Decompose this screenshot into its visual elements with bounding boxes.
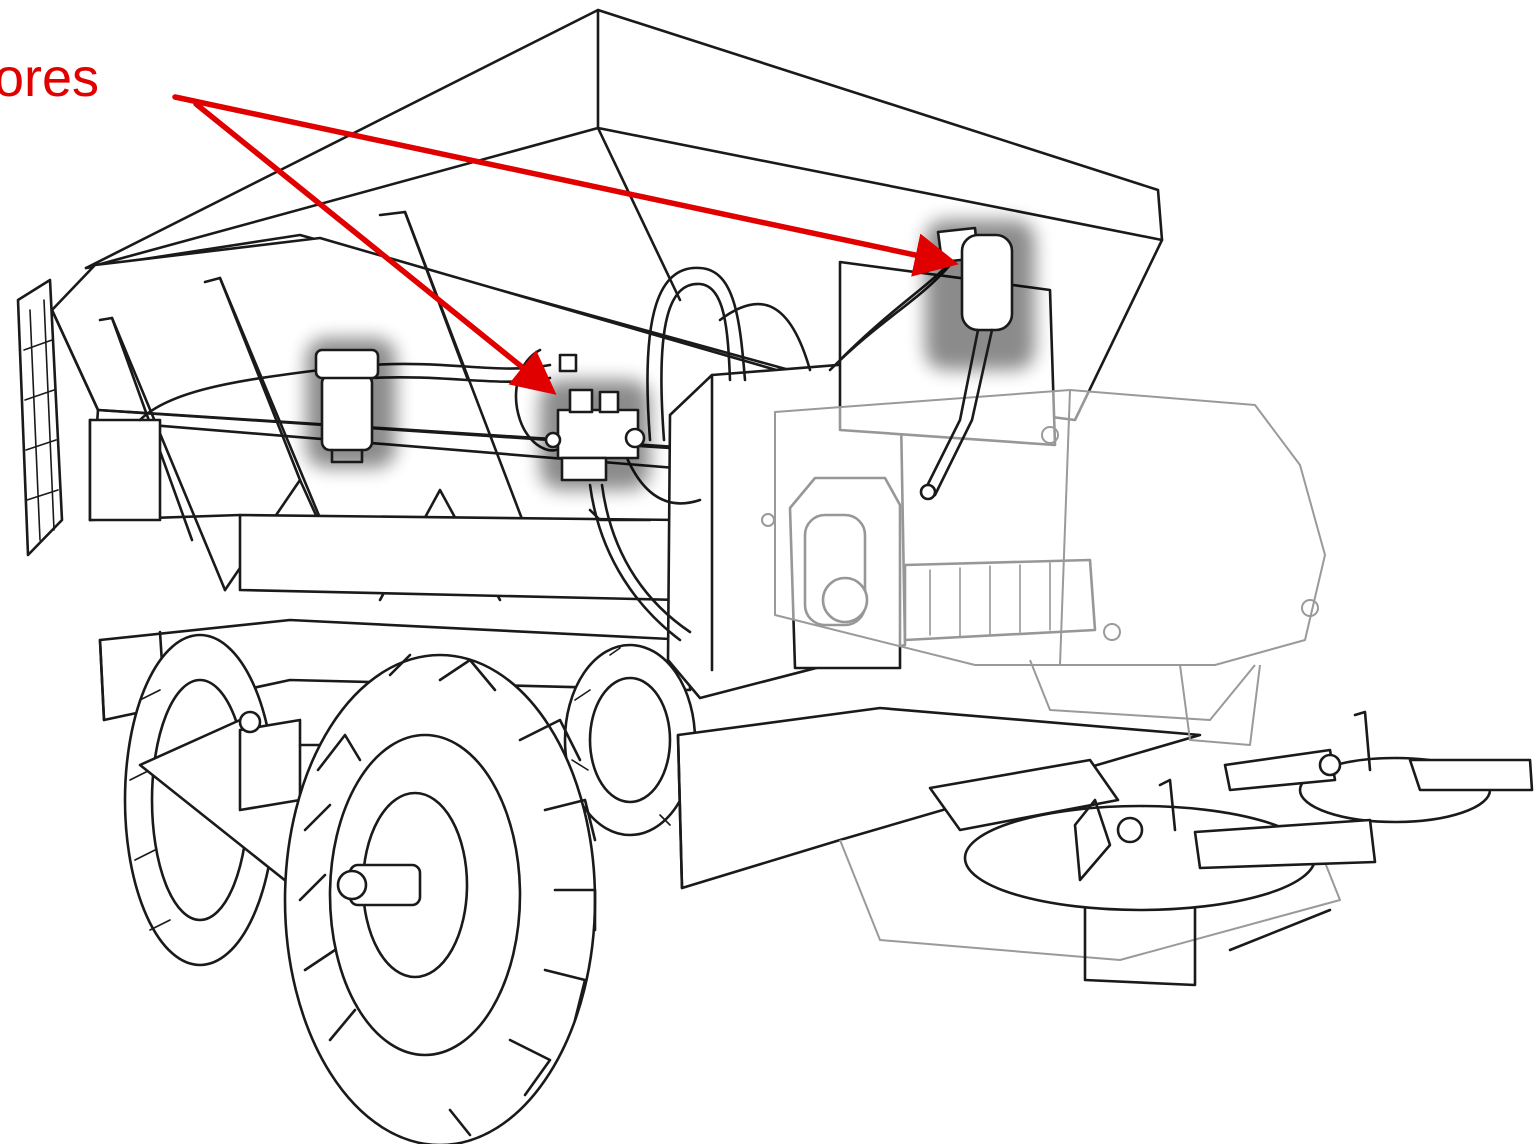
valve-manifold <box>544 353 646 482</box>
callout-arrows <box>172 94 959 395</box>
left-motor <box>314 348 380 464</box>
gearbox-ghost <box>761 389 1326 746</box>
ladder <box>16 278 64 557</box>
callout-arrow-right <box>172 94 959 277</box>
callout-label: ores <box>0 48 100 108</box>
callout-arrow-left <box>193 101 557 395</box>
front-tire <box>283 653 597 1144</box>
spinner-discs <box>928 710 1534 912</box>
